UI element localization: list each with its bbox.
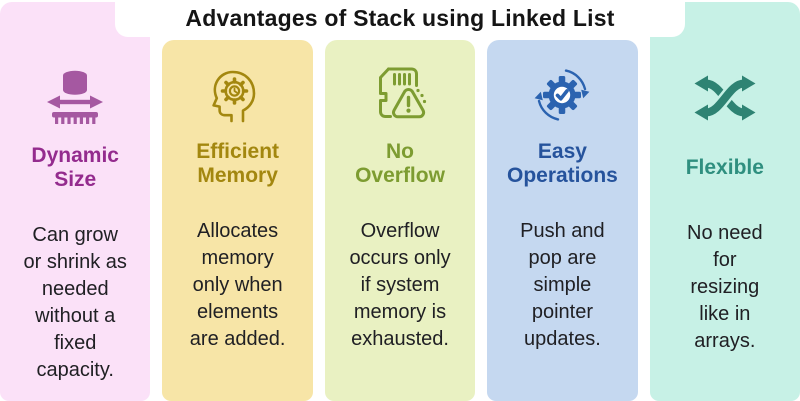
- card-easy-operations: Easy Operations Push and pop are simple …: [487, 40, 638, 401]
- card-flexible: Flexible No need for resizing like in ar…: [649, 2, 800, 401]
- column-description: Can grow or shrink as needed without a f…: [23, 224, 127, 382]
- column-heading: Efficient Memory: [196, 140, 280, 188]
- column-description: Allocates memory only when elements are …: [189, 220, 286, 351]
- column-heading: No Overflow: [355, 140, 445, 188]
- column-description: No need for resizing like in arrays.: [687, 222, 763, 353]
- head-gear-icon: [206, 58, 270, 126]
- title-box: Advantages of Stack using Linked List: [115, 0, 685, 37]
- column-description: Overflow occurs only if system memory is…: [349, 220, 451, 351]
- column-heading: Easy Operations: [506, 140, 618, 188]
- memory-card-warning-icon: [368, 58, 432, 126]
- database-resize-icon: [43, 62, 107, 130]
- column-heading: Dynamic Size: [31, 144, 119, 192]
- column-description: Push and pop are simple pointer updates.: [520, 220, 605, 351]
- shuffle-arrows-icon: [693, 62, 757, 130]
- column-heading: Flexible: [685, 156, 764, 179]
- page-title: Advantages of Stack using Linked List: [185, 5, 615, 31]
- card-dynamic-size: Dynamic Size Can grow or shrink as neede…: [0, 2, 151, 401]
- card-efficient-memory: Efficient Memory Allocates memory only w…: [162, 40, 313, 401]
- card-no-overflow: No Overflow Overflow occurs only if syst…: [324, 40, 476, 401]
- gear-check-cycle-icon: [530, 58, 594, 126]
